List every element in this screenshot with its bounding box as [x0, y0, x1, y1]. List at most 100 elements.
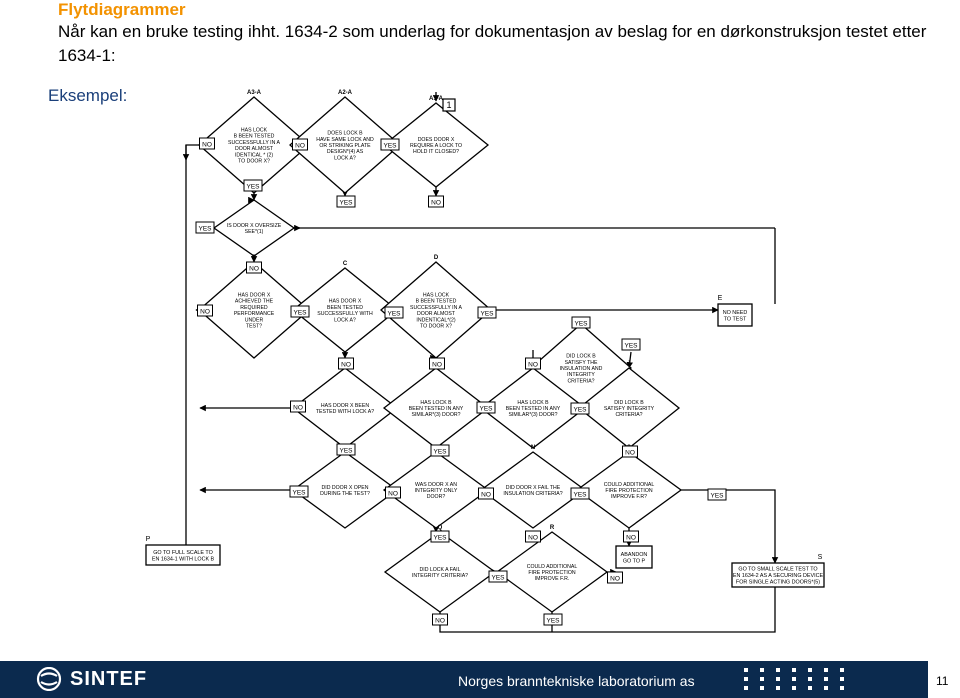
- dot: [760, 686, 764, 690]
- terminal-text: GO TO FULL SCALE TO: [153, 550, 213, 556]
- decision-text: B BEEN TESTED: [234, 134, 275, 140]
- no-label: NO: [295, 143, 305, 150]
- dot: [840, 686, 844, 690]
- decision-id: A1-A: [429, 96, 444, 102]
- decision-text: INDENTICAL*(2): [416, 317, 455, 323]
- yes-label-box: [430, 530, 450, 543]
- decision-text: REQUIRED: [240, 305, 268, 311]
- no-label-box: [338, 357, 354, 370]
- no-label: NO: [293, 405, 303, 412]
- decision-id: A3-A: [247, 90, 262, 96]
- terminal-text: GO TO P: [623, 558, 646, 564]
- decision-text: LOCK A?: [334, 317, 356, 323]
- yes-label: YES: [293, 310, 307, 317]
- decision-text: SIMILAR*(3) DOOR?: [508, 412, 557, 418]
- dot: [808, 668, 812, 672]
- sintef-logo: SINTEF: [36, 667, 147, 691]
- no-label: NO: [626, 535, 636, 542]
- decision-text: FIRE PROTECTION: [528, 570, 576, 576]
- decision-text: INTEGRITY: [567, 372, 595, 378]
- decision-text: UNDER: [245, 317, 264, 323]
- no-label-box: [432, 613, 448, 626]
- page-number: 11: [936, 674, 949, 688]
- start-marker: [442, 98, 456, 112]
- dot: [776, 677, 780, 681]
- terminal-text: ABANDON: [621, 552, 648, 558]
- footer: SINTEF Norges branntekniske laboratorium…: [0, 661, 960, 698]
- dot: [824, 686, 828, 690]
- decision-text: FIRE PROTECTION: [605, 488, 653, 494]
- yes-label-box: [290, 305, 310, 318]
- decision-text: SUCCESSFULLY WITH: [317, 311, 373, 317]
- terminal-text: TO TEST: [724, 316, 747, 322]
- no-label: NO: [249, 266, 259, 273]
- decision-diamond: [575, 451, 683, 529]
- terminal-box: [615, 545, 653, 569]
- flow-arrow: [681, 489, 779, 564]
- no-label: NO: [481, 492, 491, 499]
- dot: [776, 668, 780, 672]
- sintef-logo-icon: [36, 667, 62, 691]
- yes-label-box: [384, 306, 404, 319]
- decision-text: SIMILAR*(3) DOOR?: [411, 412, 460, 418]
- decision-text: INTEGRITY CRITERIA?: [412, 573, 468, 579]
- no-label-box: [429, 357, 445, 370]
- dot: [808, 686, 812, 690]
- no-label-box: [385, 486, 401, 499]
- decision-diamond: [479, 367, 587, 449]
- decision-text: REQUIRE A LOCK TO: [410, 143, 462, 149]
- no-label: NO: [528, 535, 538, 542]
- no-label: NO: [610, 576, 620, 583]
- decision-text: DOOR ALMOST: [235, 146, 274, 152]
- dot: [840, 668, 844, 672]
- decision-text: WAS DOOR X AN: [415, 482, 457, 488]
- yes-label: YES: [339, 448, 353, 455]
- terminal-id: S: [818, 554, 823, 561]
- dot: [760, 668, 764, 672]
- yes-label-box: [488, 570, 508, 583]
- terminal-id: P: [146, 536, 151, 543]
- no-label-box: [290, 400, 306, 413]
- yes-label: YES: [546, 618, 560, 625]
- decision-text: LOCK A?: [334, 155, 356, 161]
- dot: [824, 677, 828, 681]
- dot: [808, 677, 812, 681]
- decision-text: DOES DOOR X: [418, 137, 455, 143]
- decision-text: DOOR ALMOST: [417, 311, 456, 317]
- decision-id: N: [531, 445, 535, 451]
- yes-label-box: [289, 485, 309, 498]
- slide-intro: Når kan en bruke testing ihht. 1634-2 so…: [58, 22, 927, 65]
- flow-arrow: [185, 145, 221, 559]
- decision-id: A2-A: [338, 90, 353, 96]
- decision-diamond: [382, 451, 490, 529]
- dot: [776, 686, 780, 690]
- no-label-box: [623, 530, 639, 543]
- decision-diamond: [383, 531, 497, 613]
- yes-label-box: [621, 338, 641, 351]
- decision-text: SUCCESSFULLY IN A: [228, 140, 281, 146]
- decision-text: DID LOCK A FAIL: [420, 567, 461, 573]
- dot: [840, 677, 844, 681]
- yes-label-box: [476, 401, 496, 414]
- no-label: NO: [200, 309, 210, 316]
- dot: [792, 677, 796, 681]
- no-label-box: [199, 137, 215, 150]
- yes-label-box: [477, 306, 497, 319]
- decision-text: BEEN TESTED: [327, 305, 363, 311]
- yes-label: YES: [433, 535, 447, 542]
- no-label: NO: [528, 362, 538, 369]
- yes-label: YES: [383, 143, 397, 150]
- decision-text: INSULATION CRITERIA?: [503, 491, 562, 497]
- decision-text: TO DOOR X?: [420, 324, 452, 330]
- decision-id: R: [550, 525, 555, 531]
- decision-text: INTEGRITY ONLY: [415, 488, 458, 494]
- decision-id: C: [343, 261, 348, 267]
- decision-text: SEE*(1): [245, 229, 264, 235]
- decision-text: HAS LOCK B: [420, 400, 452, 406]
- decision-text: DOES LOCK B: [327, 131, 363, 137]
- yes-label-box: [570, 402, 590, 415]
- yes-label-box: [380, 138, 400, 151]
- yes-label-box: [336, 443, 356, 456]
- terminal-text: EN 1634-2 AS A SECURING DEVICE: [733, 573, 824, 579]
